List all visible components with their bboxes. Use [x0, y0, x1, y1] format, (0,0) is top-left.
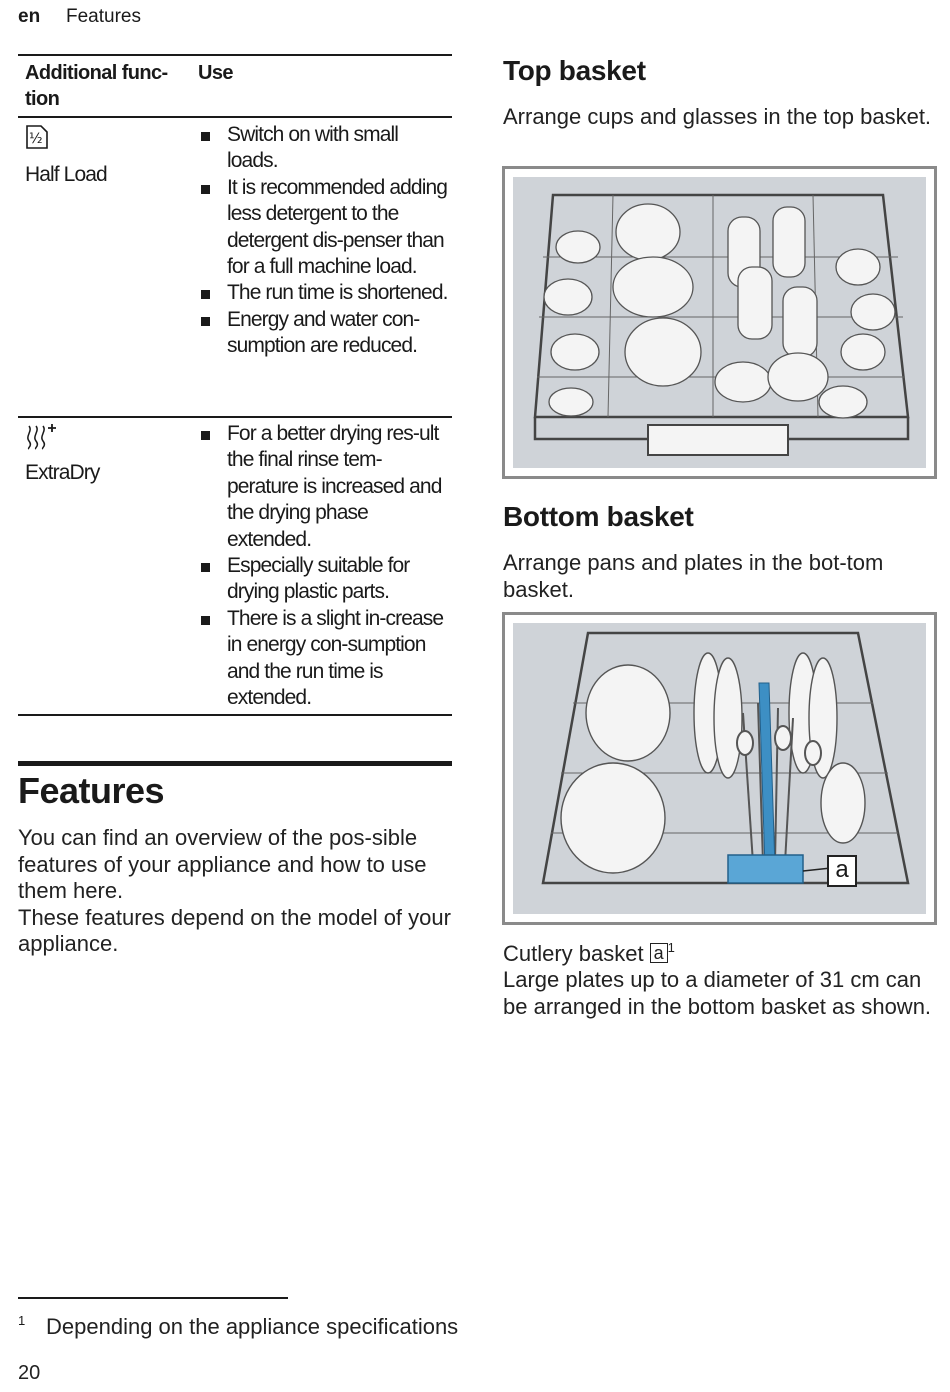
bottom-basket-illustration: a — [502, 612, 937, 925]
table-top-rule — [18, 54, 452, 56]
row-rule — [18, 416, 452, 418]
page-number: 20 — [18, 1362, 41, 1384]
extra-dry-name: ExtraDry — [25, 461, 100, 484]
figure-background — [513, 177, 926, 468]
column-header-function: Additional func-tion — [25, 62, 168, 110]
footnote-number: 1 — [18, 1313, 26, 1328]
footnote-reference: 1 — [667, 940, 675, 955]
features-paragraph-1: You can find an overview of the pos-sibl… — [18, 825, 427, 903]
header-section-title: Features — [66, 6, 141, 27]
section-rule — [18, 761, 452, 766]
list-item: There is a slight in-crease in energy co… — [198, 606, 448, 712]
caption-reference-box: a — [649, 943, 668, 963]
language-code: en — [18, 6, 41, 27]
table-bottom-rule — [18, 714, 452, 716]
column-header-use: Use — [198, 62, 233, 84]
svg-text:½: ½ — [29, 131, 43, 147]
extra-dry-icon — [25, 422, 61, 455]
bottom-basket-text: Arrange pans and plates in the bot-tom b… — [503, 550, 884, 602]
footnote-text: Depending on the appliance specification… — [46, 1314, 459, 1339]
extra-dry-uses: For a better drying res-ult the final ri… — [198, 421, 448, 711]
half-load-name: Half Load — [25, 163, 108, 186]
figure-background: a — [513, 623, 926, 914]
list-item: It is recommended adding less detergent … — [198, 175, 448, 281]
half-load-uses: Switch on with small loads. It is recomm… — [198, 122, 448, 360]
list-item: Especially suitable for drying plastic p… — [198, 553, 448, 606]
top-basket-illustration — [502, 166, 937, 479]
callout-label-a: a — [827, 855, 857, 887]
top-basket-text: Arrange cups and glasses in the top bask… — [503, 104, 932, 129]
additional-functions-table: Additional func-tion Use ½ Half Load Swi… — [18, 54, 452, 716]
top-basket-title: Top basket — [503, 55, 646, 86]
header-rule — [18, 116, 452, 118]
large-plates-text: Large plates up to a diameter of 31 cm c… — [503, 967, 932, 1019]
bottom-basket-drawing — [541, 631, 910, 885]
features-paragraph-2: These features depend on the model of yo… — [18, 904, 451, 957]
caption-text: Cutlery basket — [503, 941, 644, 966]
features-title: Features — [18, 770, 165, 811]
footnote-rule — [18, 1297, 288, 1299]
list-item: The run time is shortened. — [198, 280, 448, 306]
top-basket-drawing — [533, 193, 910, 456]
half-load-icon: ½ — [25, 124, 49, 155]
bottom-basket-title: Bottom basket — [503, 501, 694, 532]
list-item: Energy and water con-sumption are reduce… — [198, 307, 448, 360]
list-item: Switch on with small loads. — [198, 122, 448, 175]
features-intro: You can find an overview of the pos-sibl… — [18, 825, 458, 958]
list-item: For a better drying res-ult the final ri… — [198, 421, 448, 553]
